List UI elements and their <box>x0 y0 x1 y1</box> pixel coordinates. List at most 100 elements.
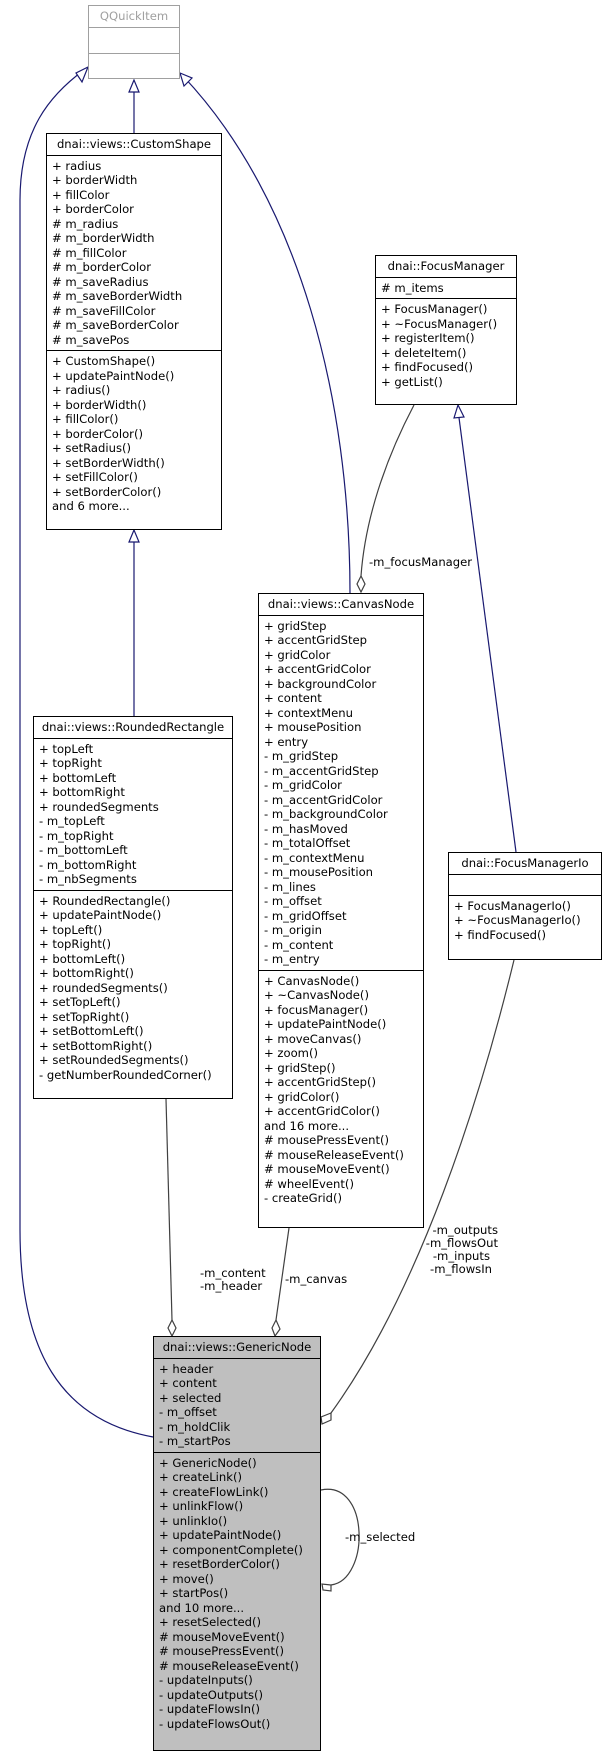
class-method: + FocusManagerIo() <box>454 898 571 913</box>
class-method: + resetBorderColor() <box>159 1557 280 1571</box>
class-title: QQuickItem <box>99 9 169 23</box>
edge-canvasnode-qquickitem <box>182 75 351 594</box>
class-method: and 10 more... <box>159 1600 245 1615</box>
class-box-customshape[interactable]: dnai::views::CustomShape + radius+ borde… <box>46 133 222 530</box>
class-attribute: - m_backgroundColor <box>264 807 388 821</box>
arrowhead-roundedrectangle-customshape <box>128 528 140 543</box>
class-method: + FocusManager() <box>381 302 488 316</box>
class-attribute: + entry <box>264 734 309 749</box>
class-method: + updatePaintNode() <box>159 1528 282 1542</box>
edge-label-m-outputs: -m_outputs <box>432 1223 498 1237</box>
class-attribute: - m_offset <box>159 1405 217 1419</box>
class-attribute: + gridColor <box>264 647 331 662</box>
class-methods-section: + CanvasNode()+ ~CanvasNode()+ focusMana… <box>259 969 423 1209</box>
class-title: dnai::views::CanvasNode <box>267 597 415 611</box>
diamond-genericnode-focusmanagerio <box>320 1412 332 1425</box>
edge-label-m-inputs: -m_inputs <box>432 1249 490 1263</box>
class-attribute: + selected <box>159 1390 222 1405</box>
class-attribute: - m_topLeft <box>39 814 105 828</box>
class-method: + zoom() <box>264 1046 319 1060</box>
class-box-canvasnode[interactable]: dnai::views::CanvasNode + gridStep+ acce… <box>258 593 424 1228</box>
class-method: + setTopLeft() <box>39 995 121 1009</box>
edge-focusmanagerio-focusmanager <box>457 409 517 853</box>
class-attribute: # m_fillColor <box>52 245 127 260</box>
class-attribute: + header <box>159 1361 214 1376</box>
class-box-qquickitem[interactable]: QQuickItem <box>88 5 180 79</box>
class-method: + bottomLeft() <box>39 951 126 966</box>
class-method: + deleteItem() <box>381 345 467 360</box>
class-method: + GenericNode() <box>159 1455 257 1470</box>
class-attribute: - m_bottomLeft <box>39 843 128 857</box>
class-method: + move() <box>159 1571 214 1586</box>
class-method: + updatePaintNode() <box>39 908 162 922</box>
class-method: # mouseReleaseEvent() <box>159 1658 299 1673</box>
edge-genericnode-self <box>320 1488 360 1586</box>
edge-label-m-focusmanager: -m_focusManager <box>369 555 473 569</box>
class-attribute: + gridStep <box>264 618 327 633</box>
class-attribute: - m_lines <box>264 879 316 894</box>
edge-genericnode-qquickitem <box>19 69 154 1438</box>
class-title: dnai::views::RoundedRectangle <box>41 720 225 734</box>
class-method: # mouseMoveEvent() <box>159 1629 285 1644</box>
class-attributes-section <box>449 873 601 895</box>
class-method: + focusManager() <box>264 1002 369 1017</box>
class-attribute: # m_saveBorderWidth <box>52 289 183 303</box>
class-method: + registerItem() <box>381 331 475 345</box>
class-methods-section: + FocusManagerIo()+ ~FocusManagerIo()+ f… <box>449 894 601 946</box>
class-method: + setFillColor() <box>52 470 138 484</box>
class-attribute: - m_nbSegments <box>39 872 137 886</box>
arrowhead-canvasnode-qquickitem <box>179 71 194 88</box>
class-attribute: - m_content <box>264 937 334 952</box>
class-method: + setTopRight() <box>39 1009 130 1024</box>
edge-roundedrectangle-genericnode <box>165 1098 173 1321</box>
class-method: + createLink() <box>159 1470 242 1484</box>
class-attribute: # m_savePos <box>52 332 130 347</box>
edge-label-m-flowsin: -m_flowsIn <box>430 1262 492 1276</box>
class-box-focusmanager[interactable]: dnai::FocusManager # m_items + FocusMana… <box>375 255 517 405</box>
class-attribute: - m_hasMoved <box>264 821 348 836</box>
class-method: + resetSelected() <box>159 1615 262 1629</box>
class-attribute: - m_entry <box>264 952 320 966</box>
class-box-genericnode[interactable]: dnai::views::GenericNode + header+ conte… <box>153 1336 321 1751</box>
diamond-genericnode-roundedrectangle <box>167 1318 177 1338</box>
class-method: + setRadius() <box>52 441 132 455</box>
class-method: - updateInputs() <box>159 1673 253 1687</box>
class-methods-section: + GenericNode()+ createLink()+ createFlo… <box>154 1451 320 1735</box>
class-method: + setBottomLeft() <box>39 1024 144 1038</box>
class-attribute: + content <box>159 1376 217 1390</box>
class-method: + ~FocusManagerIo() <box>454 913 581 927</box>
class-box-roundedrectangle[interactable]: dnai::views::RoundedRectangle + topLeft+… <box>33 716 233 1099</box>
class-attribute: + topRight <box>39 756 102 770</box>
class-attribute: + roundedSegments <box>39 799 159 814</box>
class-attribute: # m_saveRadius <box>52 274 149 289</box>
class-attribute: - m_accentGridStep <box>264 763 379 778</box>
class-attribute: - m_startPos <box>159 1434 231 1448</box>
class-method: + setBorderColor() <box>52 484 162 499</box>
class-method: + startPos() <box>159 1586 229 1600</box>
class-method: + RoundedRectangle() <box>39 893 171 908</box>
edge-label-m-header: -m_header <box>200 1279 263 1293</box>
class-method: - updateFlowsIn() <box>159 1702 261 1716</box>
class-method: + gridStep() <box>264 1060 336 1075</box>
class-attribute: - m_gridColor <box>264 778 342 792</box>
class-method: + ~CanvasNode() <box>264 988 369 1002</box>
class-attribute: + content <box>264 691 322 705</box>
class-method: + unlinkFlow() <box>159 1499 244 1513</box>
class-method: + borderColor() <box>52 426 143 441</box>
class-attribute: # m_borderColor <box>52 260 152 274</box>
class-box-focusmanagerio[interactable]: dnai::FocusManagerIo + FocusManagerIo()+… <box>448 852 602 960</box>
class-method: + roundedSegments() <box>39 980 168 995</box>
class-method: - createGrid() <box>264 1191 343 1205</box>
class-attribute: - m_offset <box>264 894 322 908</box>
class-attribute: + contextMenu <box>264 705 353 720</box>
class-method: # wheelEvent() <box>264 1176 354 1191</box>
class-attribute: + accentGridStep <box>264 633 368 647</box>
class-attributes-section: + radius+ borderWidth+ fillColor+ border… <box>47 154 221 351</box>
class-attributes-section: + topLeft+ topRight+ bottomLeft+ bottomR… <box>34 737 232 890</box>
class-attribute: - m_gridStep <box>264 749 339 763</box>
class-attribute: + bottomLeft <box>39 770 117 785</box>
class-method: + accentGridColor() <box>264 1104 380 1118</box>
class-attribute: - m_holdClik <box>159 1419 231 1434</box>
